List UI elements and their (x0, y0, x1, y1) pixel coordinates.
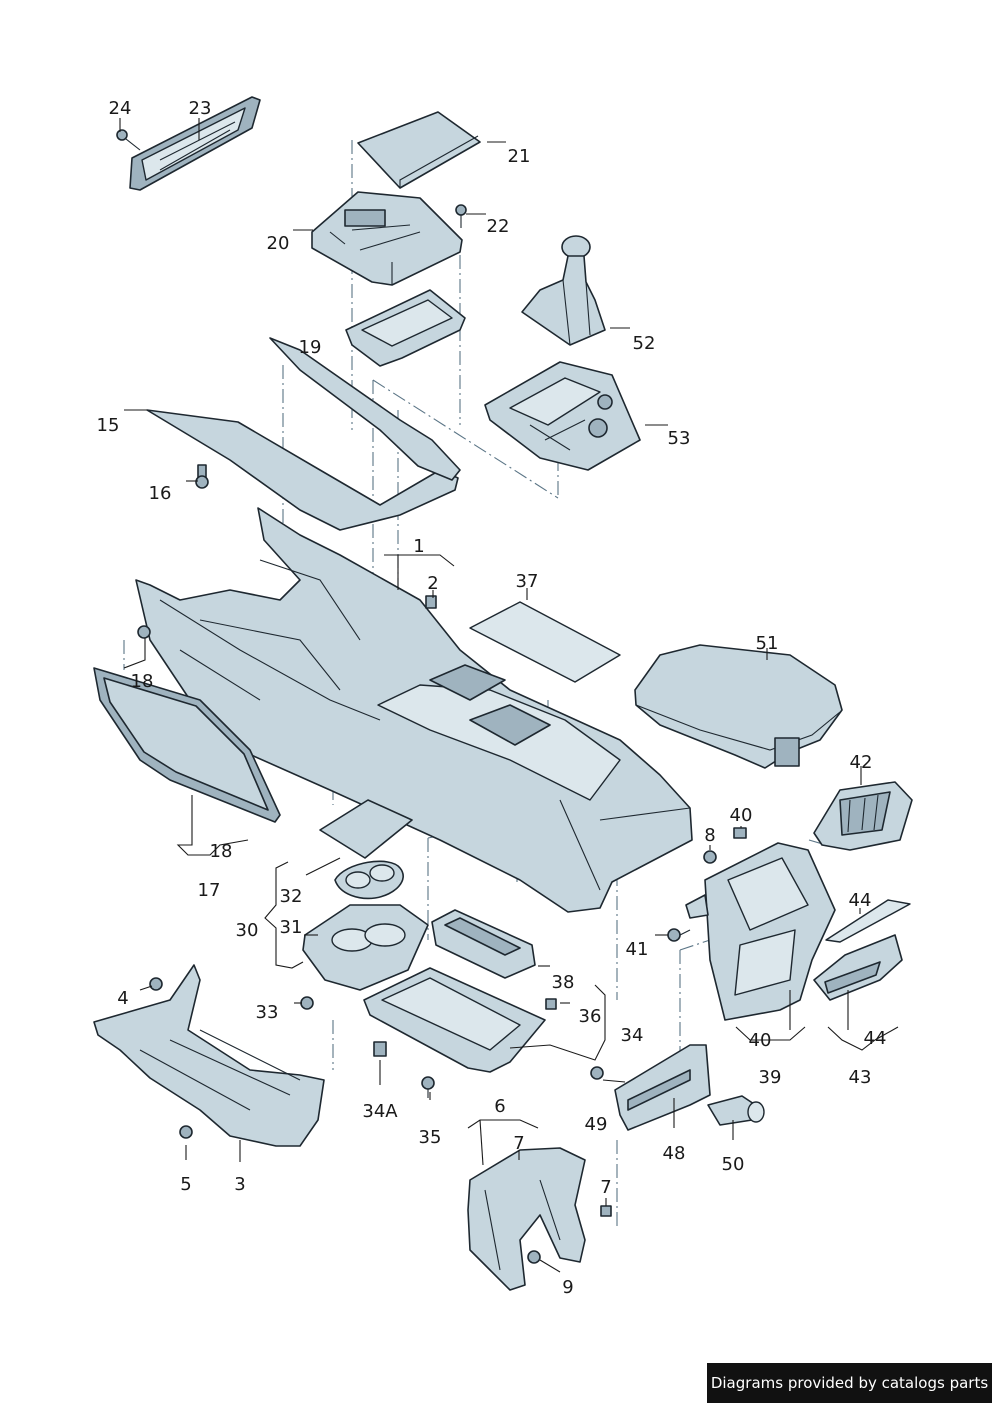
callout-32: 32 (280, 886, 303, 907)
part-40-clip (733, 827, 747, 839)
callout-1: 1 (413, 536, 424, 557)
callout-48: 48 (663, 1143, 686, 1164)
callout-34A: 34A (362, 1101, 398, 1122)
callout-24: 24 (109, 98, 132, 119)
part-16-bolt (195, 464, 209, 489)
callout-39: 39 (759, 1067, 782, 1088)
part-15-side-trim (146, 409, 459, 531)
part-32-lid (319, 799, 413, 859)
callout-33: 33 (256, 1002, 279, 1023)
callout-42: 42 (850, 752, 873, 773)
callout-17: 17 (198, 880, 221, 901)
callout-44a: 44 (849, 890, 872, 911)
part-37-mat (469, 601, 621, 683)
part-23-trim-panel (129, 96, 261, 191)
callout-40b: 40 (749, 1030, 772, 1051)
callout-8: 8 (704, 825, 715, 846)
part-20-holder (311, 191, 463, 286)
part-39-rear-panel (685, 842, 836, 1021)
callout-7a: 7 (513, 1133, 524, 1154)
callout-35: 35 (419, 1127, 442, 1148)
part-36-clip (545, 998, 557, 1010)
part-5-screw (179, 1125, 193, 1139)
part-19-storage-tray (345, 289, 466, 367)
part-31-cup-insert (334, 860, 404, 900)
callout-16: 16 (149, 483, 172, 504)
callout-labels: 24 23 21 22 20 52 19 53 15 16 1 2 37 51 … (97, 98, 887, 1298)
part-4-nut (149, 977, 163, 991)
part-33-screw (300, 996, 314, 1010)
callout-38: 38 (552, 972, 575, 993)
part-52-shift-boot (521, 235, 606, 346)
part-49-screw (590, 1066, 604, 1080)
part-34A-clip (373, 1041, 387, 1057)
callout-7b: 7 (600, 1177, 611, 1198)
callout-18a: 18 (131, 671, 154, 692)
callout-52: 52 (633, 333, 656, 354)
leader-lines (119, 118, 899, 1273)
callout-34: 34 (621, 1025, 644, 1046)
callout-23: 23 (189, 98, 212, 119)
part-42-vent (813, 781, 913, 851)
callout-51: 51 (756, 633, 779, 654)
part-51-armrest (634, 644, 843, 769)
callout-15: 15 (97, 415, 120, 436)
part-24-screw (116, 129, 141, 151)
part-43-switch-unit (813, 934, 903, 1001)
callout-5: 5 (180, 1174, 191, 1195)
part-9-nut (527, 1250, 541, 1264)
callout-50: 50 (722, 1154, 745, 1175)
part-3-bracket (93, 964, 325, 1147)
part-7-clip (600, 1205, 612, 1217)
callout-18b: 18 (210, 841, 233, 862)
callout-49: 49 (585, 1114, 608, 1135)
callout-3: 3 (234, 1174, 245, 1195)
callout-2: 2 (427, 573, 438, 594)
callout-36: 36 (579, 1006, 602, 1027)
part-17-side-cover (93, 667, 281, 823)
callout-19: 19 (299, 337, 322, 358)
part-trim-strip (269, 337, 461, 481)
callout-44b: 44 (864, 1028, 887, 1049)
part-22-screw (455, 204, 467, 228)
part-30-cup-holder (302, 904, 429, 991)
callout-31: 31 (280, 917, 303, 938)
part-38-switch-panel (431, 909, 536, 979)
part-34-tray (363, 967, 546, 1073)
part-50-socket (707, 1095, 765, 1126)
part-44-strip (825, 899, 911, 943)
part-35-screw (421, 1076, 435, 1098)
callout-6: 6 (494, 1096, 505, 1117)
callout-21: 21 (508, 146, 531, 167)
attribution-banner: Diagrams provided by catalogs parts (707, 1363, 992, 1403)
attribution-text: Diagrams provided by catalogs parts (710, 1374, 989, 1392)
part-21-cover (357, 111, 481, 189)
part-48-module (614, 1044, 711, 1131)
callout-40a: 40 (730, 805, 753, 826)
callout-22: 22 (487, 216, 510, 237)
part-1-console-body (135, 507, 693, 913)
callout-30: 30 (236, 920, 259, 941)
callout-53: 53 (668, 428, 691, 449)
part-6-support-bracket (467, 1147, 586, 1291)
part-2-clip (425, 595, 437, 609)
part-53-selector-panel (484, 361, 641, 471)
callout-4: 4 (117, 988, 128, 1009)
callout-41: 41 (626, 939, 649, 960)
callout-9: 9 (562, 1277, 573, 1298)
callout-43: 43 (849, 1067, 872, 1088)
callout-37: 37 (516, 571, 539, 592)
callout-20: 20 (267, 233, 290, 254)
part-8-screw (703, 850, 717, 864)
part-41-screw (667, 928, 691, 942)
part-18-clip (137, 625, 151, 639)
